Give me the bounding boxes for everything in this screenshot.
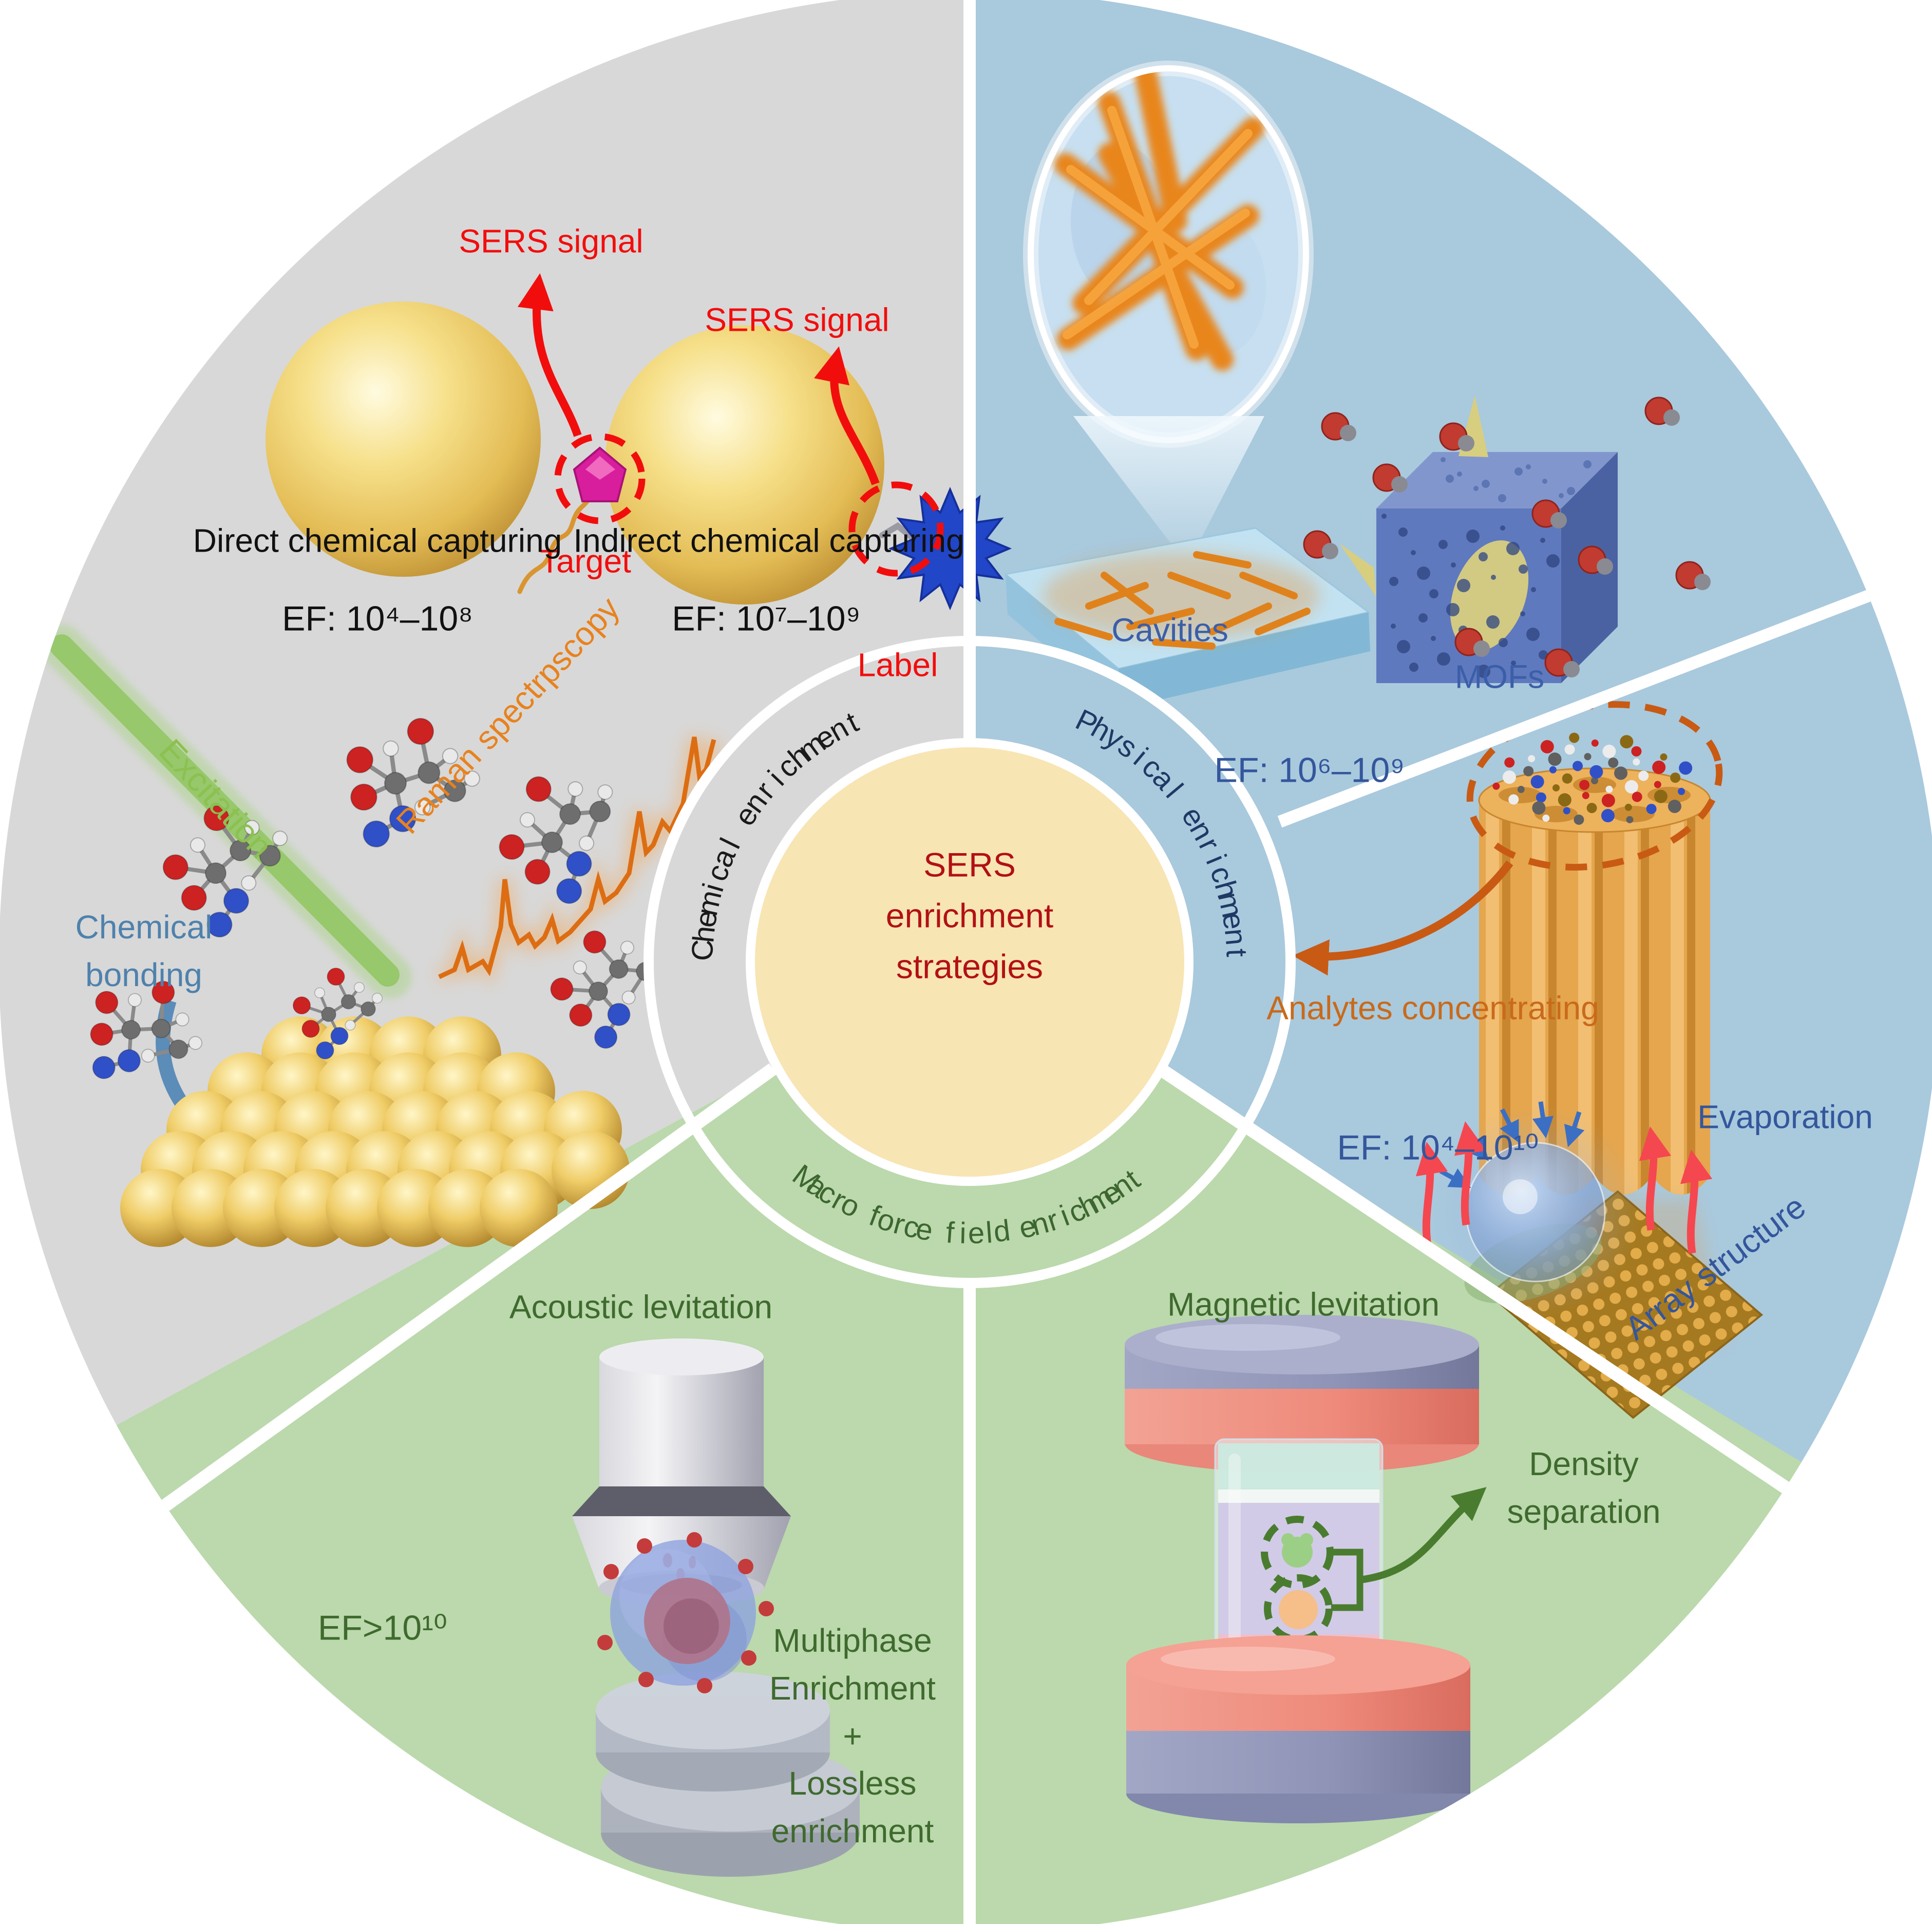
gold-nanoparticle-cluster	[120, 1016, 630, 1247]
density-circle-light	[1261, 1516, 1334, 1589]
target-molecule	[573, 446, 627, 502]
target-label: Target	[540, 542, 631, 580]
density-circle-heavy	[1264, 1574, 1333, 1643]
chemical-bonding-label: Chemical bonding	[75, 909, 213, 993]
porous-column	[1466, 701, 1723, 1195]
analytes-concentrating-label: Analytes concentrating	[1266, 989, 1599, 1027]
nanowire-magnifier	[1023, 61, 1314, 588]
evaporation-label: Evaporation	[1697, 1098, 1873, 1136]
mof-cube	[1339, 395, 1618, 683]
water-molecule	[1578, 545, 1613, 575]
water-molecule	[1531, 499, 1567, 529]
sers-signal-1-label: SERS signal	[459, 222, 643, 260]
water-molecule	[1439, 422, 1474, 451]
sers-label-nanostar	[888, 486, 1012, 611]
density-separation-label: Density separation	[1507, 1445, 1661, 1530]
acoustic-ef-label: EF>10¹⁰	[317, 1608, 448, 1648]
capture-probe-squiggle	[517, 488, 594, 594]
cavity-substrate	[1003, 527, 1371, 709]
levitated-cell-droplet	[597, 1532, 774, 1693]
direct-ef-label: EF: 10⁴–10⁸	[282, 599, 473, 638]
sers-signal-arrow-1	[517, 273, 582, 437]
heavy-particle	[1279, 1590, 1318, 1629]
gold-nanoparticle-indirect	[605, 325, 884, 605]
water-molecule	[1321, 412, 1356, 441]
cavities-ef-label: EF: 10⁶–10⁹	[1214, 750, 1405, 790]
label-tag-label: Label	[857, 646, 938, 684]
molecule	[346, 718, 480, 847]
indirect-capturing-label: Indirect chemical capturing	[573, 522, 964, 559]
acoustic-levitation-label: Acoustic levitation	[509, 1288, 773, 1326]
center-title: SERS enrichment strategies	[885, 845, 1054, 986]
mofs-label: MOFs	[1454, 658, 1545, 695]
bottom-magnet	[1126, 1635, 1470, 1823]
divider-chemical-physical	[963, 0, 976, 749]
top-magnet	[1125, 1315, 1479, 1473]
water-molecule	[1644, 397, 1680, 426]
evaporation-arrows	[1415, 1121, 1713, 1254]
light-particle	[1282, 1537, 1313, 1568]
levitation-vial	[1214, 1438, 1384, 1670]
water-molecule	[1675, 561, 1711, 590]
target-dashed-circle	[554, 433, 646, 524]
sers-signal-arrow-2	[814, 346, 880, 485]
gold-nanoparticle-direct	[266, 301, 541, 577]
water-molecule	[1372, 463, 1408, 493]
molecule	[90, 980, 202, 1079]
analytes-arrow	[1292, 860, 1513, 976]
cavities-label: Cavities	[1111, 611, 1228, 649]
raman-spectrum-trace	[436, 735, 721, 987]
divider-macro-internal	[963, 1286, 976, 1924]
indirect-ef-label: EF: 10⁷–10⁹	[672, 599, 861, 638]
density-separation-arrow	[1359, 1487, 1487, 1583]
multiphase-label: Multiphase Enrichment + Lossless enrichm…	[769, 1622, 936, 1850]
concentrated-analyte-pile	[1492, 732, 1693, 825]
nanowire-mat	[1054, 551, 1311, 650]
sers-signal-2-label: SERS signal	[705, 301, 889, 338]
acoustic-reflector-discs	[596, 1671, 860, 1877]
water-molecules	[1303, 397, 1711, 677]
label-capture-scene	[814, 346, 1012, 611]
direct-capturing-label: Direct chemical capturing	[193, 522, 562, 559]
label-dashed-circle	[848, 481, 944, 577]
mof-yellow-core	[1450, 540, 1529, 651]
molecule	[293, 968, 383, 1060]
magnifier-cone	[1073, 416, 1264, 565]
molecule	[162, 805, 288, 938]
molecule	[499, 776, 613, 904]
analyte-molecules	[90, 718, 660, 1079]
water-molecule	[1454, 628, 1490, 657]
water-molecule	[1303, 530, 1338, 559]
target-capture-scene	[517, 273, 646, 594]
analytes-ef-label: EF: 10⁴–10¹⁰	[1337, 1128, 1539, 1167]
water-molecule	[1544, 648, 1580, 677]
magnetic-levitation-label: Magnetic levitation	[1167, 1286, 1440, 1323]
